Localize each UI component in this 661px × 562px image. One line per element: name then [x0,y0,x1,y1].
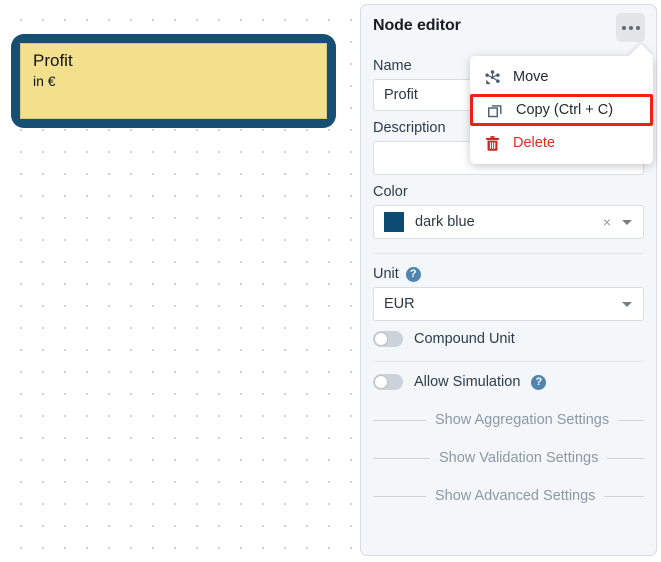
ellipsis-horizontal-icon[interactable] [616,13,645,42]
graph-node-subtitle: in € [33,73,56,89]
panel-header: Node editor [361,5,656,49]
menu-item-move-label: Move [513,69,549,85]
help-icon[interactable]: ? [405,266,421,282]
description-label: Description [373,120,446,136]
copy-icon [486,101,504,119]
unit-select[interactable]: EUR [373,287,644,321]
divider [375,361,642,362]
graph-node-title: Profit [33,51,73,70]
move-nodes-icon [483,68,501,86]
trash-icon [483,134,501,152]
allow-simulation-row: Allow Simulation ? [373,374,644,390]
unit-select-value: EUR [384,296,415,312]
divider-line-left [373,495,426,497]
show-aggregation-settings-label: Show Aggregation Settings [435,412,610,428]
toggle-knob [374,375,388,389]
page-title: Node editor [373,17,461,34]
menu-item-delete-label: Delete [513,135,555,151]
chevron-down-icon[interactable] [622,301,632,307]
compound-unit-label: Compound Unit [414,331,515,347]
graph-node-body: Profit in € [20,43,327,119]
node-context-menu: Move Copy (Ctrl + C) [470,56,653,164]
help-icon[interactable]: ? [531,374,547,390]
divider-line-left [373,419,426,421]
menu-item-delete[interactable]: Delete [470,128,653,158]
kebab-dot [628,25,633,30]
divider-line-right [607,457,644,459]
color-select-value: dark blue [415,214,475,230]
compound-unit-toggle[interactable] [373,331,403,347]
chevron-down-icon[interactable] [622,219,632,225]
menu-arrow [628,44,654,57]
menu-item-copy[interactable]: Copy (Ctrl + C) [470,94,653,126]
kebab-dot [635,25,640,30]
name-input-value: Profit [384,87,418,103]
color-label: Color [373,184,408,200]
allow-simulation-label: Allow Simulation [414,374,521,390]
kebab-dot [621,25,626,30]
unit-label: Unit [373,266,399,282]
divider [375,253,642,254]
color-swatch [384,212,404,232]
divider-line-right [618,419,644,421]
compound-unit-row: Compound Unit [373,331,644,347]
graph-node-profit[interactable]: Profit in € [11,34,336,128]
menu-item-copy-label: Copy (Ctrl + C) [516,102,614,118]
divider-line-right [604,495,644,497]
show-aggregation-settings-toggle[interactable]: Show Aggregation Settings [373,412,644,428]
show-advanced-settings-toggle[interactable]: Show Advanced Settings [373,488,644,504]
show-validation-settings-toggle[interactable]: Show Validation Settings [373,450,644,466]
graph-canvas[interactable]: Profit in € [0,0,360,562]
toggle-knob [374,332,388,346]
divider-line-left [373,457,430,459]
menu-item-move[interactable]: Move [470,62,653,92]
close-icon[interactable]: × [602,214,611,230]
allow-simulation-toggle[interactable] [373,374,403,390]
unit-label-row: Unit ? [373,266,644,282]
name-label: Name [373,58,412,74]
color-select[interactable]: dark blue × [373,205,644,239]
show-advanced-settings-label: Show Advanced Settings [435,488,596,504]
show-validation-settings-label: Show Validation Settings [439,450,599,466]
